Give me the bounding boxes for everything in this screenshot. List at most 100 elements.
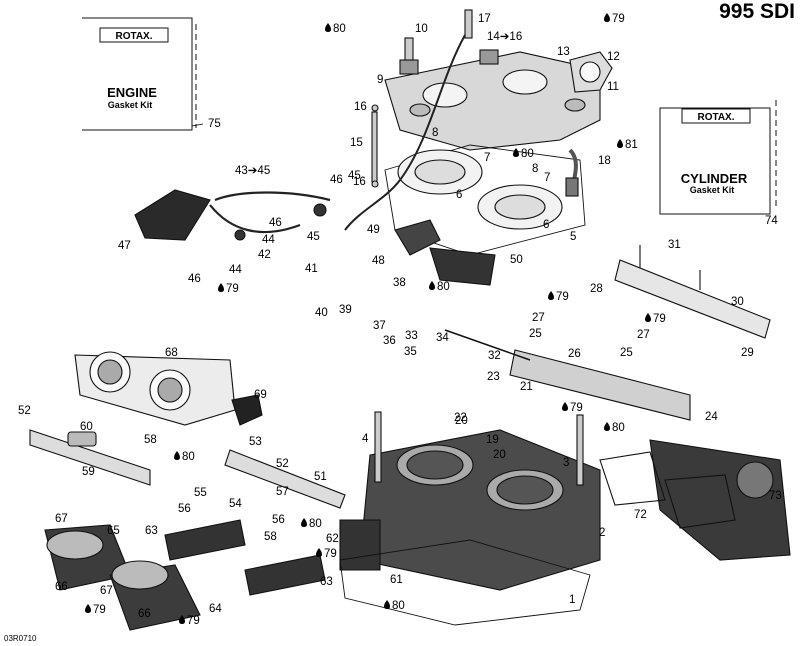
callout-label: 9 — [377, 74, 383, 86]
callout-label: 66 — [138, 608, 151, 620]
callout-label: 38 — [393, 277, 406, 289]
callout-label: 62 — [326, 533, 339, 545]
callout-label: 22 — [454, 412, 467, 424]
callout-label: 50 — [510, 254, 523, 266]
cylinder-kit-brand: ROTAX. — [697, 112, 734, 123]
callout-label: 66 — [55, 581, 68, 593]
callout-label: 20 — [493, 449, 506, 461]
callout-label: 72 — [634, 509, 647, 521]
oil-drop-icon — [617, 139, 623, 148]
callout-label: 80 — [309, 518, 322, 530]
module-50 — [429, 247, 496, 286]
oil-drop-icon — [513, 148, 519, 157]
combustion-domes — [397, 149, 563, 230]
engine-kit-number: 75 — [208, 118, 221, 130]
oil-drop-icon — [384, 600, 390, 609]
callout-label: 8 — [532, 163, 538, 175]
callout-label: 33 — [405, 330, 418, 342]
callout-label: 64 — [209, 603, 222, 615]
callout-label: 13 — [557, 46, 570, 58]
wiring-harness — [209, 191, 331, 234]
callout-label: 3 — [563, 457, 569, 469]
left-fuel-rail — [29, 429, 151, 486]
callout-label: 79 — [93, 604, 106, 616]
oil-pump-line — [224, 449, 346, 509]
callout-label: 42 — [258, 249, 271, 261]
callout-label: 67 — [100, 585, 113, 597]
callout-label: 79 — [324, 548, 337, 560]
cylinder-bolt-3 — [576, 414, 584, 486]
callout-label: 52 — [18, 405, 31, 417]
callout-label: 39 — [339, 304, 352, 316]
fuel-rail — [614, 245, 771, 339]
callout-label: 35 — [404, 346, 417, 358]
exhaust-gasket — [599, 451, 736, 529]
callout-label: 69 — [254, 389, 267, 401]
callout-label: 12 — [607, 51, 620, 63]
oil-drop-icon — [645, 313, 651, 322]
callout-label: 67 — [55, 513, 68, 525]
callout-label: 16 — [354, 101, 367, 113]
callout-label: 28 — [590, 283, 603, 295]
intake-adaptors — [44, 524, 201, 631]
callout-label: 15 — [350, 137, 363, 149]
cylinder-kit-number: 74 — [765, 215, 778, 227]
callout-label: 26 — [568, 348, 581, 360]
callout-label: 58 — [264, 531, 277, 543]
callout-label: 20 — [455, 415, 468, 427]
callout-label: 53 — [249, 436, 262, 448]
callout-label: 23 — [487, 371, 500, 383]
callout-label: 19 — [486, 434, 499, 446]
callout-label: 27 — [637, 329, 650, 341]
callout-label: 18 — [598, 155, 611, 167]
cylinder-head — [384, 49, 601, 151]
callout-label: 79 — [556, 291, 569, 303]
oil-drop-icon — [218, 283, 224, 292]
callout-label: 5 — [570, 231, 576, 243]
callout-label: 7 — [544, 172, 550, 184]
injector-rail — [509, 349, 691, 421]
callout-label: 24 — [705, 411, 718, 423]
callout-label: 11 — [607, 81, 619, 93]
callout-label: 63 — [145, 525, 158, 537]
callout-label: 17 — [478, 13, 491, 25]
oil-drop-markers — [85, 13, 651, 624]
cylinder-gasket-kit: ROTAX. CYLINDER Gasket Kit 74 — [659, 100, 778, 227]
thermostat-housing — [569, 51, 613, 93]
diagram-code: 03R0710 — [4, 634, 37, 643]
callout-label: 46 — [188, 273, 201, 285]
callout-label: 68 — [165, 347, 178, 359]
base-gasket — [339, 539, 591, 626]
coolant-fitting — [565, 177, 579, 197]
callout-label: 80 — [333, 23, 346, 35]
callout-label: 6 — [456, 189, 462, 201]
callout-label: 44 — [262, 234, 275, 246]
callout-label: 21 — [520, 381, 533, 393]
callout-label: 63 — [320, 576, 333, 588]
cylinder-bolt-4 — [374, 411, 382, 483]
callout-label: 6 — [543, 219, 549, 231]
head-bolts — [371, 9, 473, 188]
callout-label: 58 — [144, 434, 157, 446]
callout-label: 4 — [362, 433, 369, 445]
oil-drop-icon — [85, 604, 91, 613]
callout-label: 16 — [353, 176, 366, 188]
callout-label: 32 — [488, 350, 501, 362]
callout-label: 44 — [229, 264, 242, 276]
parts-artwork — [29, 9, 791, 631]
callout-label: 46 — [269, 217, 282, 229]
callout-label: 43➔45 — [235, 165, 270, 177]
oil-drop-icon — [179, 615, 185, 624]
callout-label: 80 — [521, 148, 534, 160]
callout-label: 45 — [348, 170, 361, 182]
callout-label: 56 — [178, 503, 191, 515]
sensor-bracket — [394, 219, 441, 256]
callout-label: 65 — [107, 525, 120, 537]
callout-label: 55 — [194, 487, 207, 499]
engine-kit-subtitle: Gasket Kit — [108, 100, 153, 110]
callout-label: 73 — [769, 490, 782, 502]
callout-label: 27 — [532, 312, 545, 324]
callout-label: 61 — [390, 574, 403, 586]
oil-drop-icon — [548, 291, 554, 300]
